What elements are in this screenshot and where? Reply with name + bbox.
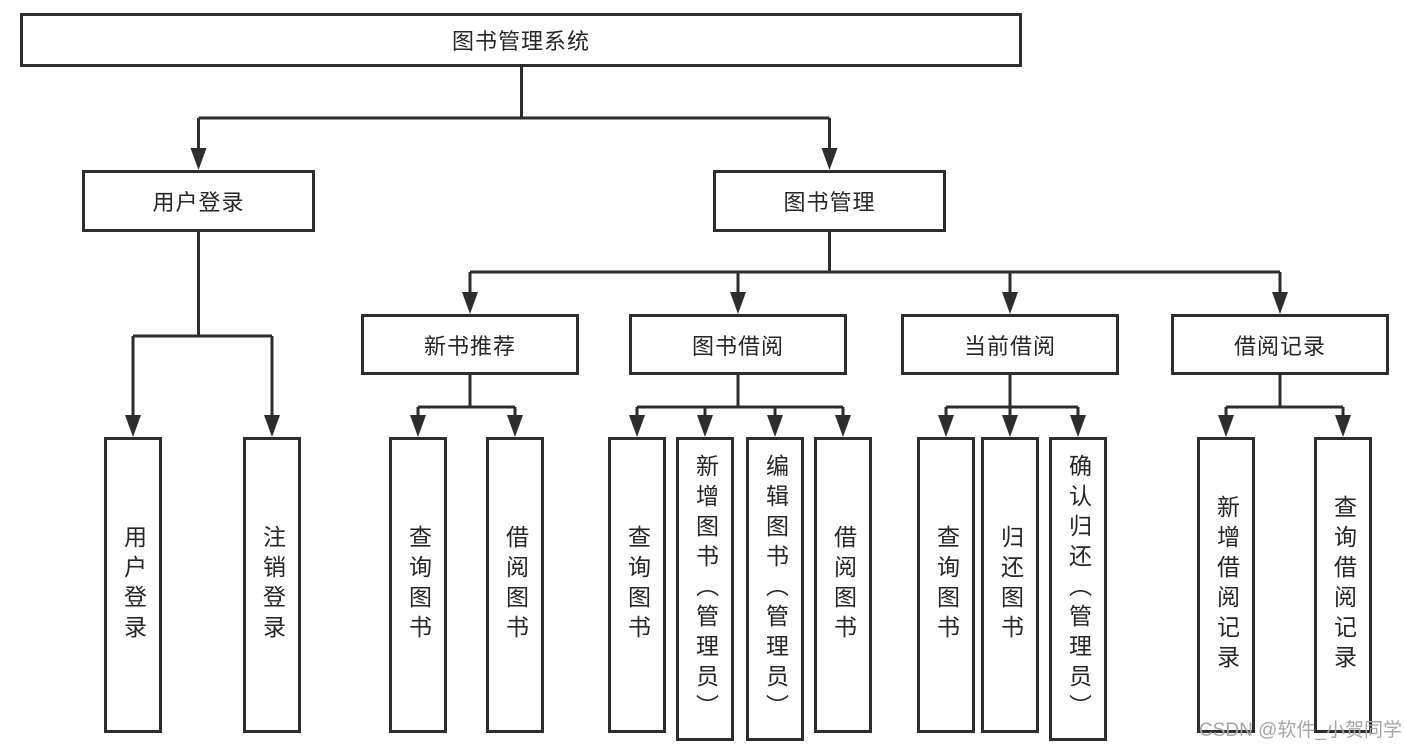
leaf-borrow-borrow-books: 借阅图书 [814, 437, 872, 733]
leaf-newbook-query-books: 查询图书 [389, 437, 447, 733]
leaf-current-confirm-return-admin: 确认归还（管理员） [1049, 437, 1107, 741]
node-user-login: 用户登录 [82, 170, 315, 232]
leaf-borrow-edit-books-admin: 编辑图书（管理员） [746, 437, 804, 741]
node-book-borrowing: 图书借阅 [629, 314, 847, 375]
leaf-user-login: 用户登录 [104, 437, 162, 733]
node-book-management: 图书管理 [713, 170, 946, 232]
leaf-borrow-add-books-admin: 新增图书（管理员） [676, 437, 734, 741]
leaf-newbook-borrow-books: 借阅图书 [486, 437, 544, 733]
leaf-borrow-query-books: 查询图书 [608, 437, 666, 733]
node-library-system: 图书管理系统 [20, 13, 1022, 67]
leaf-current-query-books: 查询图书 [917, 437, 975, 733]
csdn-watermark: CSDN @软件_小贺同学 [1199, 720, 1402, 741]
leaf-records-add-record: 新增借阅记录 [1197, 437, 1255, 733]
node-current-borrowing: 当前借阅 [901, 314, 1119, 375]
node-borrow-records: 借阅记录 [1171, 314, 1389, 375]
leaf-records-query-record: 查询借阅记录 [1314, 437, 1372, 733]
leaf-current-return-books: 归还图书 [981, 437, 1039, 733]
node-new-book-recommend: 新书推荐 [361, 314, 579, 375]
leaf-logout: 注销登录 [243, 437, 301, 733]
